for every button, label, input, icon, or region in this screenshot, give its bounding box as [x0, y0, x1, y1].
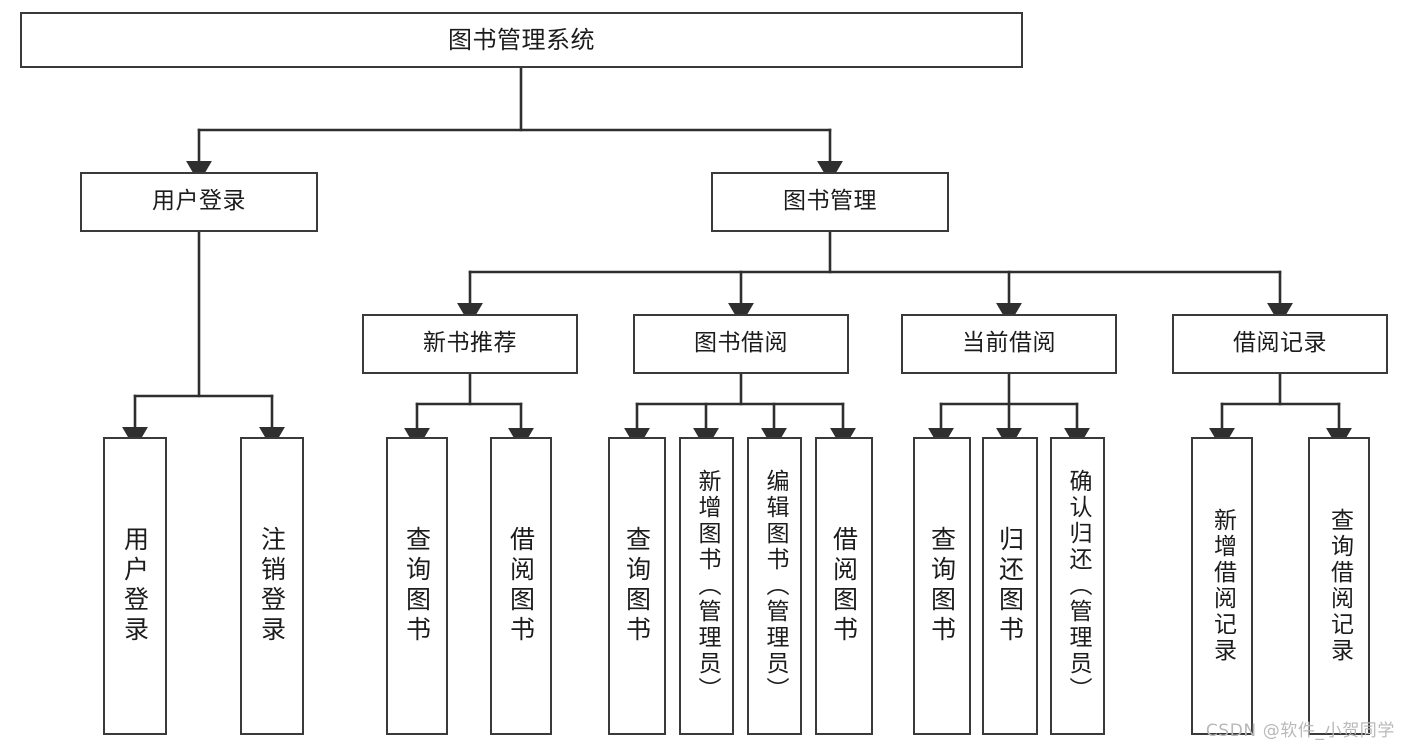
- node-user-login[interactable]: 用户登录: [80, 172, 318, 232]
- node-label: 借阅图书: [506, 526, 536, 646]
- node-borrow-record[interactable]: 借阅记录: [1172, 314, 1388, 374]
- node-new-book-recommend[interactable]: 新书推荐: [362, 314, 578, 374]
- csdn-watermark: CSDN @软件_小贺同学: [1205, 721, 1395, 741]
- node-leaf-borrow-book-1[interactable]: 借阅图书: [490, 437, 552, 735]
- node-leaf-edit-book[interactable]: 编辑图书（管理员）: [747, 437, 802, 735]
- node-label: 查询图书: [402, 526, 432, 646]
- node-leaf-return-book[interactable]: 归还图书: [982, 437, 1038, 735]
- node-label: 图书管理系统: [448, 25, 595, 54]
- node-leaf-query-book-3[interactable]: 查询图书: [913, 437, 971, 735]
- node-root-book-management-system[interactable]: 图书管理系统: [20, 12, 1023, 68]
- node-label: 确认归还（管理员）: [1065, 469, 1091, 703]
- node-label: 编辑图书（管理员）: [762, 469, 788, 703]
- node-label: 图书管理: [783, 188, 877, 215]
- node-leaf-query-record[interactable]: 查询借阅记录: [1308, 437, 1370, 735]
- node-label: 新增图书（管理员）: [694, 469, 720, 703]
- node-label: 用户登录: [120, 526, 150, 646]
- node-label: 当前借阅: [962, 330, 1056, 357]
- node-leaf-logout-login[interactable]: 注销登录: [240, 437, 304, 735]
- node-leaf-user-login[interactable]: 用户登录: [103, 437, 167, 735]
- node-leaf-query-book-1[interactable]: 查询图书: [386, 437, 448, 735]
- node-leaf-borrow-book-2[interactable]: 借阅图书: [815, 437, 873, 735]
- node-label: 借阅记录: [1233, 330, 1327, 357]
- node-label: 归还图书: [995, 526, 1025, 646]
- node-label: 用户登录: [152, 188, 246, 215]
- node-label: 图书借阅: [694, 330, 788, 357]
- node-leaf-confirm-return[interactable]: 确认归还（管理员）: [1050, 437, 1105, 735]
- node-book-borrow[interactable]: 图书借阅: [633, 314, 849, 374]
- node-current-borrow[interactable]: 当前借阅: [901, 314, 1117, 374]
- node-label: 新增借阅记录: [1209, 508, 1236, 664]
- node-leaf-add-book[interactable]: 新增图书（管理员）: [679, 437, 734, 735]
- node-label: 查询图书: [622, 526, 652, 646]
- node-leaf-query-book-2[interactable]: 查询图书: [608, 437, 666, 735]
- node-label: 注销登录: [257, 526, 287, 646]
- node-label: 借阅图书: [829, 526, 859, 646]
- node-label: 新书推荐: [423, 330, 517, 357]
- node-label: 查询图书: [927, 526, 957, 646]
- node-leaf-add-record[interactable]: 新增借阅记录: [1191, 437, 1253, 735]
- node-label: 查询借阅记录: [1326, 508, 1353, 664]
- node-book-management[interactable]: 图书管理: [711, 172, 949, 232]
